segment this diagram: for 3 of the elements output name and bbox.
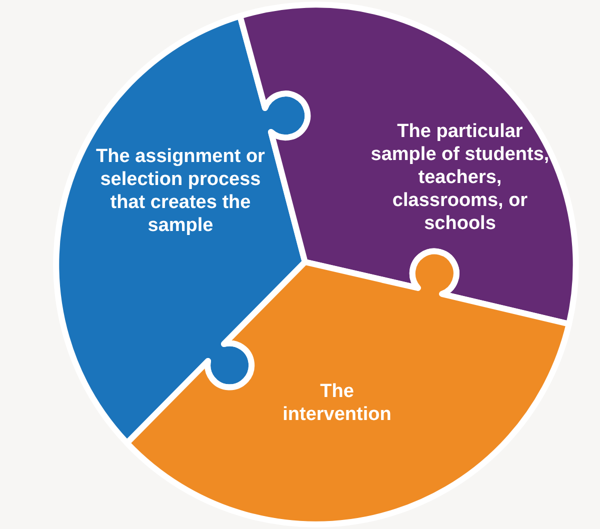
piece-label: The particular sample of students, teachers, classrooms, or schools [370,121,550,234]
piece-label: The assignment or selection process that creates the sample [96,146,265,236]
piece-label: The intervention [282,381,392,425]
